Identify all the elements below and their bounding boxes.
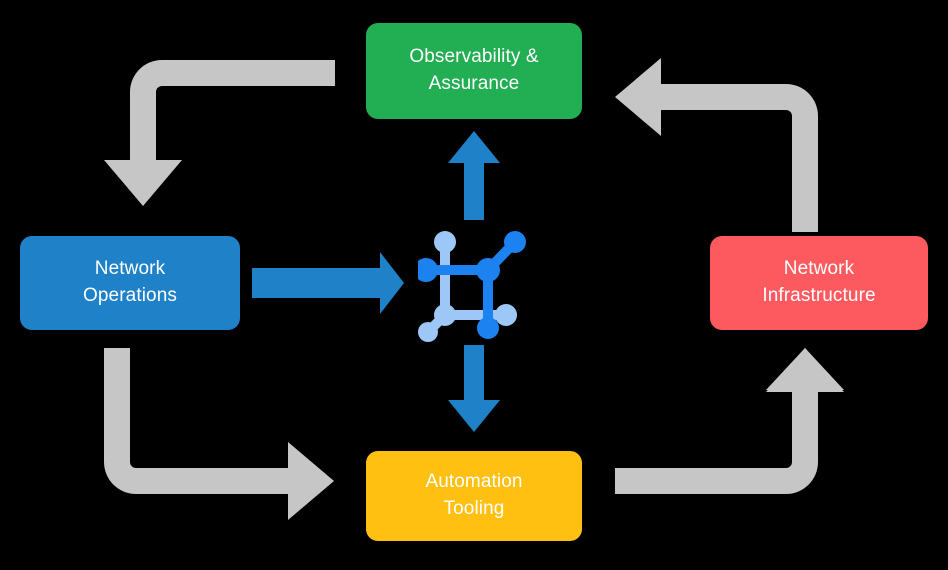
- arrow-operations-to-automation: [104, 348, 334, 520]
- arrow-center-to-automation: [448, 345, 500, 432]
- box-network-infrastructure[interactable]: Network Infrastructure: [710, 236, 928, 330]
- arrow-automation-to-infrastructure: [615, 348, 844, 494]
- box-network-operations[interactable]: Network Operations: [20, 236, 240, 330]
- box-automation-tooling-label: Automation Tooling: [425, 471, 523, 519]
- box-network-operations-label: Network Operations: [83, 258, 177, 306]
- box-observability-assurance[interactable]: Observability & Assurance: [366, 23, 582, 119]
- topology-nodes: [418, 231, 526, 342]
- network-topology-icon: [418, 231, 526, 342]
- arrow-operations-to-center: [252, 252, 404, 314]
- arrowhead-automation-to-infrastructure: [766, 348, 844, 392]
- arrow-infrastructure-to-observability: [615, 58, 818, 232]
- box-automation-tooling[interactable]: Automation Tooling: [366, 451, 582, 541]
- box-observability-label: Observability & Assurance: [409, 46, 539, 94]
- box-network-infrastructure-label: Network Infrastructure: [762, 258, 876, 306]
- arrow-observability-to-operations: [104, 60, 335, 206]
- arrow-center-to-observability: [448, 131, 500, 220]
